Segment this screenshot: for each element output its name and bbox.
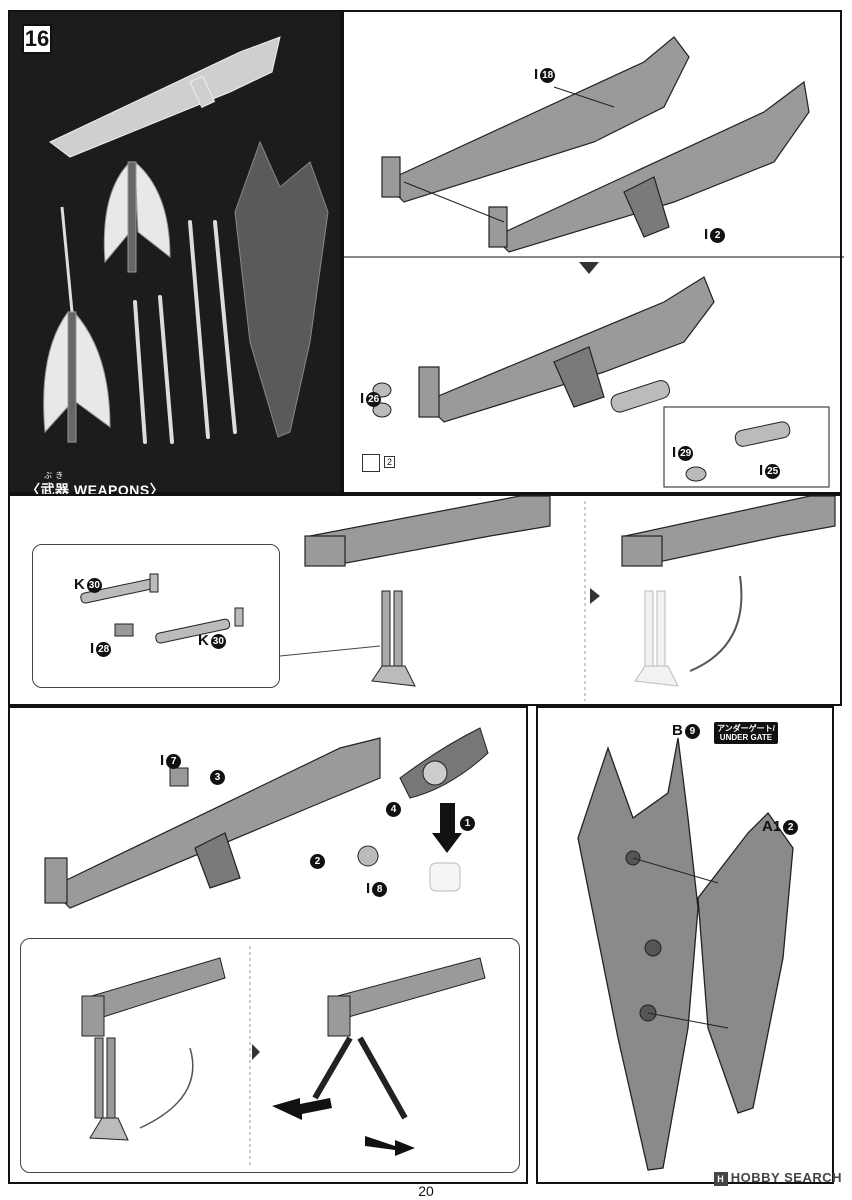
bipod-ghost <box>634 590 679 687</box>
rifle-front-2 <box>621 495 836 567</box>
step-marker-3: 3 <box>210 770 225 785</box>
bipod-assembly-diagram <box>80 495 836 701</box>
axe-photo-1 <box>103 160 171 273</box>
cap-i29 <box>685 466 707 482</box>
cylinder-i25 <box>734 421 791 447</box>
hobby-search-logo: H <box>713 1172 728 1186</box>
bipod-closed <box>371 590 416 687</box>
weapons-ruby: ぶ き <box>44 471 64 480</box>
push-arrow <box>432 803 462 853</box>
grip-bipod-diagram <box>44 727 489 1168</box>
spears-photo <box>133 220 237 444</box>
shield-diagram <box>577 737 794 1171</box>
rifle-deploy-2 <box>312 957 486 1120</box>
fist-ghost <box>429 862 461 892</box>
left-arrow <box>272 1098 332 1120</box>
part-i28 <box>114 623 134 637</box>
sticker-ref: 2 <box>384 456 396 468</box>
shield-photo <box>234 140 329 438</box>
step-number: 16 <box>22 24 52 54</box>
part-i8 <box>357 845 379 867</box>
step-marker-4: 4 <box>386 802 401 817</box>
sub-box-callout <box>663 406 830 488</box>
down-arrow <box>579 262 599 274</box>
rifle-deploy-1 <box>81 957 226 1141</box>
step-marker-2: 2 <box>310 854 325 869</box>
rifle-half-right <box>488 80 810 253</box>
next-arrow <box>590 588 600 604</box>
rotate-arrow <box>689 575 743 672</box>
page-number: 20 <box>418 1183 434 1199</box>
rifle-half-left <box>381 36 690 203</box>
weapons-photo <box>43 36 329 444</box>
under-gate-badge: アンダーゲート/ UNDER GATE <box>714 722 778 744</box>
shield-front <box>697 811 794 1114</box>
right-arrow <box>365 1136 415 1156</box>
axe-photo-2 <box>43 206 111 443</box>
cylinder-part-25 <box>610 380 671 413</box>
rifle-side <box>44 737 381 909</box>
rifle-photo <box>49 36 281 158</box>
part-k30-bottom <box>155 607 244 644</box>
weapons-photo-panel: 16 ぶ き 〈武器 WEAPONS〉 <box>8 10 342 498</box>
part-i7 <box>169 767 189 787</box>
rifle-assembled <box>418 276 715 423</box>
sticker-icon <box>362 454 380 472</box>
rifle-front-1 <box>304 495 551 567</box>
shield-back <box>577 737 699 1171</box>
part-k30-top <box>80 573 159 604</box>
hand-part <box>399 727 489 799</box>
step-marker-1: 1 <box>460 816 475 831</box>
rifle-assembly-diagram <box>344 36 844 488</box>
